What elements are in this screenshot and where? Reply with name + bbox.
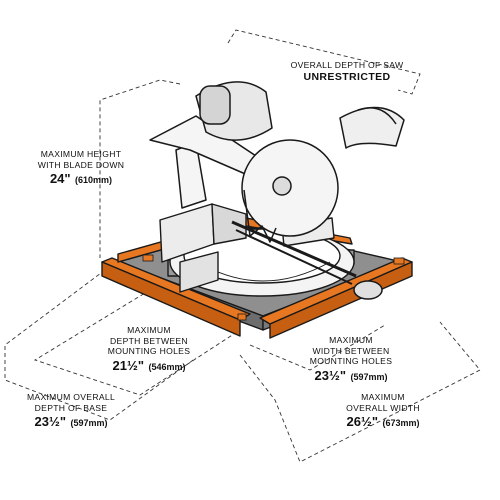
slide-rail (231, 220, 357, 278)
base-depth-inches: 23½" (34, 414, 66, 429)
overall-width-line1: MAXIMUM (361, 392, 405, 402)
handle-grip (357, 107, 397, 125)
motor-cap (199, 85, 231, 125)
mount-width-line3: MOUNTING HOLES (309, 356, 393, 366)
max-height-line1: MAXIMUM HEIGHT (40, 149, 122, 159)
overall-depth-of-saw-callout: OVERALL DEPTH OF SAW UNRESTRICTED (262, 60, 432, 83)
mount-width-callout: MAXIMUM WIDTH BETWEEN MOUNTING HOLES 23½… (292, 335, 410, 385)
handle-right (339, 106, 405, 149)
mount-width-mm: (597mm) (350, 371, 388, 382)
saw-arm (149, 81, 405, 300)
rail-left-front-side (101, 261, 241, 337)
mount-depth-line2: DEPTH BETWEEN (110, 335, 188, 346)
base-depth-line2: DEPTH OF BASE (34, 402, 108, 413)
overall-width-mm: (673mm) (382, 418, 420, 428)
front-knob (353, 280, 383, 300)
mount-depth-guide (33, 289, 241, 396)
mount-width-line2: WIDTH BETWEEN (312, 345, 390, 356)
base-depth-callout: MAXIMUM OVERALL DEPTH OF BASE 23½" (597m… (12, 392, 130, 431)
max-height-callout: MAXIMUM HEIGHT WITH BLADE DOWN 24" (610m… (26, 149, 136, 188)
mount-width-inches: 23½" (314, 367, 346, 383)
depth-saw-value: UNRESTRICTED (303, 70, 391, 83)
base-depth-line1: MAXIMUM OVERALL (26, 392, 116, 402)
max-height-line2: WITH BLADE DOWN (37, 159, 125, 170)
mount-depth-line3: MOUNTING HOLES (107, 346, 191, 356)
max-height-mm: (610mm) (75, 175, 113, 185)
overall-width-callout: MAXIMUM OVERALL WIDTH 26½" (673mm) (328, 392, 438, 431)
saw-depth-guide (227, 29, 421, 95)
overall-width-inches: 26½" (346, 414, 378, 429)
depth-saw-label: OVERALL DEPTH OF SAW (290, 60, 404, 70)
dimension-guides (4, 29, 481, 463)
overall-width-guide (239, 321, 481, 463)
mount-depth-mm: (546mm) (148, 361, 186, 372)
height-guide (99, 79, 181, 258)
max-height-inches: 24" (49, 171, 71, 186)
overall-width-line2: OVERALL WIDTH (346, 402, 420, 413)
mount-depth-line1: MAXIMUM (127, 325, 171, 335)
slide-rail-2 (235, 229, 353, 285)
base-depth-mm: (597mm) (70, 418, 108, 428)
mount-depth-inches: 21½" (112, 357, 144, 373)
mount-width-line1: MAXIMUM (329, 335, 373, 345)
mount-width-guide (249, 324, 386, 371)
orange-accents (142, 254, 405, 321)
blade-teeth (243, 189, 277, 243)
blade-hub (272, 176, 292, 196)
mount-depth-callout: MAXIMUM DEPTH BETWEEN MOUNTING HOLES 21½… (84, 325, 214, 375)
